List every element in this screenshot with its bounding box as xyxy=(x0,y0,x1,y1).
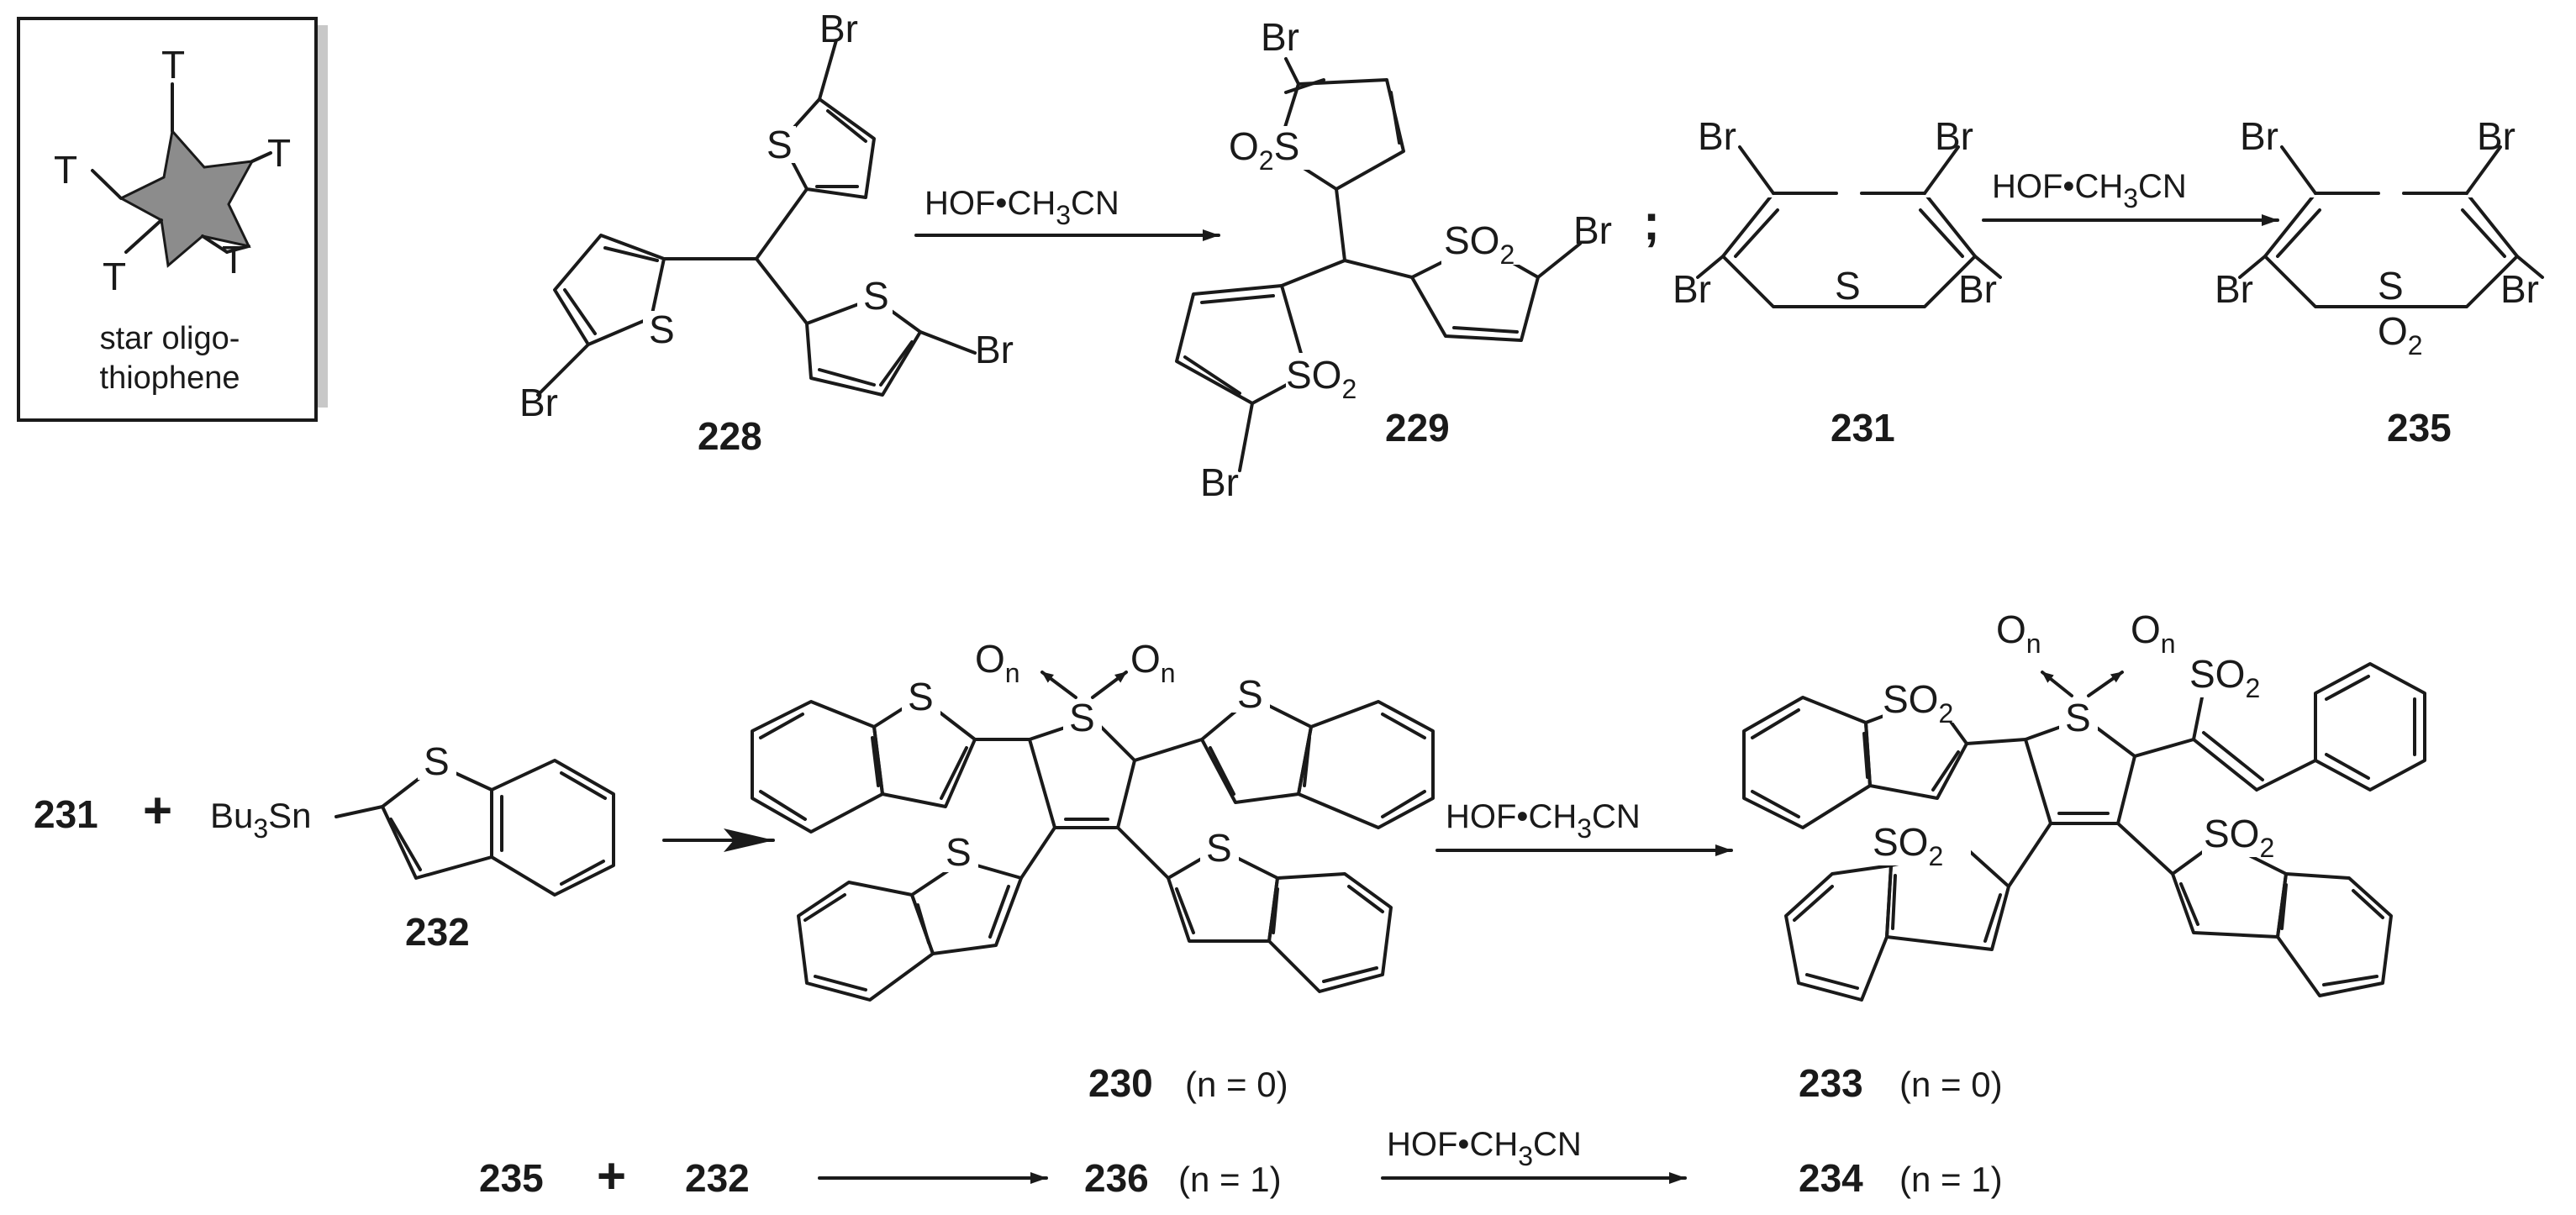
legend-caption-line2: thiophene xyxy=(100,360,240,396)
legend-box: T T T T T star oligo- thiophene xyxy=(17,17,328,422)
reagent-label: HOF•CH3CN xyxy=(1992,168,2187,213)
atom-s: S xyxy=(649,308,675,351)
compound-label-231: 231 xyxy=(1831,406,1895,450)
atom-so2: SO2 xyxy=(2204,812,2274,863)
reaction-row-3: 235 + 232 236 (n = 1) HOF•CH3CN 234 (n =… xyxy=(479,1126,2003,1204)
atom-br: Br xyxy=(1698,114,1736,158)
compound-label-236: 236 xyxy=(1084,1156,1149,1200)
legend-t-bottom-right: T xyxy=(222,238,245,281)
atom-so2: SO2 xyxy=(1883,677,1953,728)
atom-br: Br xyxy=(1573,208,1612,252)
atom-br: Br xyxy=(1958,267,1997,311)
atom-o2s: O2S xyxy=(1229,124,1299,176)
atom-s: S xyxy=(1237,672,1263,716)
atom-br: Br xyxy=(1673,267,1711,311)
compound-230: S On On S S S xyxy=(751,637,1435,1105)
atom-s: S xyxy=(424,739,450,783)
atom-on: On xyxy=(1130,637,1176,688)
reagent-label: HOF•CH3CN xyxy=(1446,798,1641,844)
plus-sign: + xyxy=(597,1148,626,1204)
compound-label-230: 230 xyxy=(1088,1061,1153,1105)
n-label-230: (n = 0) xyxy=(1185,1065,1288,1104)
atom-br: Br xyxy=(1200,460,1239,504)
compound-231: S Br Br Br Br 231 xyxy=(1673,114,2002,450)
atom-s: S xyxy=(1835,264,1861,308)
atom-s: S xyxy=(946,830,972,874)
compound-label-234: 234 xyxy=(1799,1156,1863,1200)
atom-br: Br xyxy=(819,7,858,50)
atom-so2: SO2 xyxy=(1444,218,1515,270)
compound-233: S On On SO2 SO2 SO2 xyxy=(1742,608,2426,1105)
reagent-label: HOF•CH3CN xyxy=(1387,1126,1582,1171)
compound-229: O2S Br SO2 Br SO2 Br 229 xyxy=(1175,15,1612,504)
atom-br: Br xyxy=(2477,114,2515,158)
legend-t-bottom-left: T xyxy=(103,255,126,298)
atom-br: Br xyxy=(519,381,558,424)
legend-t-right: T xyxy=(267,131,291,175)
compound-label-232: 232 xyxy=(685,1156,750,1200)
reaction-arrow-2: HOF•CH3CN xyxy=(1982,168,2279,226)
atom-on: On xyxy=(1996,608,2041,659)
compound-label-228: 228 xyxy=(698,414,762,458)
atom-s: S xyxy=(2065,696,2091,739)
reaction-arrow-1: HOF•CH3CN xyxy=(914,185,1220,241)
reagent-label: HOF•CH3CN xyxy=(925,185,1119,230)
legend-t-left: T xyxy=(54,148,77,192)
atom-o2: O2 xyxy=(2378,309,2423,360)
atom-s: S xyxy=(2378,264,2404,308)
n-label-236: (n = 1) xyxy=(1178,1160,1282,1199)
tin-reagent: Bu3Sn xyxy=(210,796,312,844)
compound-235: S O2 Br Br Br Br 235 xyxy=(2215,114,2544,450)
n-label-233: (n = 0) xyxy=(1899,1065,2003,1104)
atom-so2: SO2 xyxy=(2189,652,2260,703)
atom-s: S xyxy=(1206,826,1232,870)
separator-semicolon: ; xyxy=(1643,194,1660,250)
atom-on: On xyxy=(975,637,1020,688)
atom-br: Br xyxy=(1261,15,1299,59)
atom-on: On xyxy=(2131,608,2176,659)
atom-br: Br xyxy=(975,328,1014,371)
atom-s: S xyxy=(766,123,793,166)
atom-s: S xyxy=(1069,696,1095,739)
atom-so2: SO2 xyxy=(1286,353,1356,404)
compound-label-233: 233 xyxy=(1799,1061,1863,1105)
compound-label-232: 232 xyxy=(405,910,470,954)
reaction-row-2-reactants: 231 + Bu3Sn S 232 xyxy=(34,739,775,954)
legend-caption-line1: star oligo- xyxy=(100,321,240,356)
atom-so2: SO2 xyxy=(1873,820,1943,871)
compound-label-231: 231 xyxy=(34,792,98,836)
atom-s: S xyxy=(863,274,889,318)
compound-228: S Br S Br S Br 228 xyxy=(519,7,1014,458)
atom-br: Br xyxy=(2500,267,2539,311)
plus-sign: + xyxy=(143,782,172,839)
legend-t-top: T xyxy=(161,43,185,87)
atom-br: Br xyxy=(2240,114,2278,158)
n-label-234: (n = 1) xyxy=(1899,1160,2003,1199)
compound-232: S 232 xyxy=(335,739,615,954)
compound-label-229: 229 xyxy=(1385,406,1450,450)
reaction-arrow-6: HOF•CH3CN xyxy=(1381,1126,1687,1184)
compound-label-235: 235 xyxy=(2387,406,2452,450)
atom-s: S xyxy=(908,675,934,718)
atom-br: Br xyxy=(1935,114,1973,158)
reaction-arrow-4: HOF•CH3CN xyxy=(1436,798,1733,856)
atom-br: Br xyxy=(2215,267,2253,311)
compound-label-235: 235 xyxy=(479,1156,544,1200)
